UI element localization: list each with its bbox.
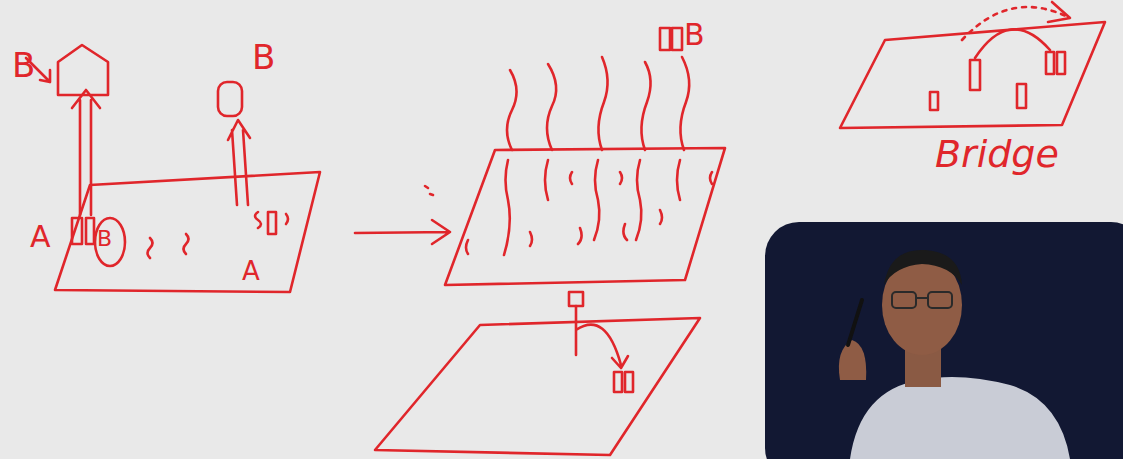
small-box [72, 218, 82, 244]
wave-line [677, 160, 680, 200]
plane [840, 22, 1105, 128]
wave-line [504, 160, 510, 255]
small-box [1017, 84, 1026, 108]
wave-line [547, 64, 556, 150]
title-label: Bridge [935, 135, 1059, 173]
small-box [930, 92, 938, 110]
letter-label: B [97, 228, 112, 250]
letter-label: A [30, 222, 51, 252]
small-box [268, 212, 276, 234]
rounded-box [218, 82, 242, 116]
glasses [916, 297, 928, 299]
letter-label: B [252, 40, 275, 74]
letter-label: B [684, 20, 705, 50]
small-box [614, 372, 633, 392]
small-box [970, 60, 980, 90]
squiggle [184, 234, 189, 254]
double-arrow [228, 120, 250, 205]
wave-line [545, 160, 548, 200]
plane [55, 172, 320, 292]
wave-line [594, 160, 599, 240]
glasses [892, 292, 916, 308]
dots [425, 186, 433, 195]
inset-frame [765, 222, 1123, 459]
glasses [928, 292, 952, 308]
squiggle [255, 212, 261, 228]
wave-line [641, 62, 650, 150]
wave-line [507, 70, 517, 150]
small-box [1046, 52, 1065, 74]
squiggle [466, 172, 712, 254]
shirt [850, 377, 1070, 459]
dashed-arc [962, 7, 1070, 40]
wave-line [680, 57, 689, 150]
pen [848, 300, 862, 345]
plane [375, 318, 700, 455]
double-arrow [72, 90, 100, 215]
wave-line [636, 160, 641, 240]
jump-arrow [576, 306, 628, 368]
arrow-head [1048, 2, 1070, 22]
small-box [569, 292, 583, 306]
letter-label: A [242, 258, 260, 284]
squiggle [148, 238, 153, 258]
hand [839, 340, 866, 380]
wave-line [598, 57, 607, 150]
hair [884, 250, 962, 285]
letter-label: B [12, 48, 35, 82]
bridge-arc [975, 29, 1050, 58]
small-box [660, 28, 682, 50]
house-shape [58, 45, 108, 95]
squiggle [286, 214, 288, 224]
presenter-inset [765, 222, 1123, 459]
plane [445, 148, 725, 285]
small-box [86, 218, 94, 244]
transition-arrow [355, 220, 450, 244]
circle-mark [95, 218, 125, 266]
